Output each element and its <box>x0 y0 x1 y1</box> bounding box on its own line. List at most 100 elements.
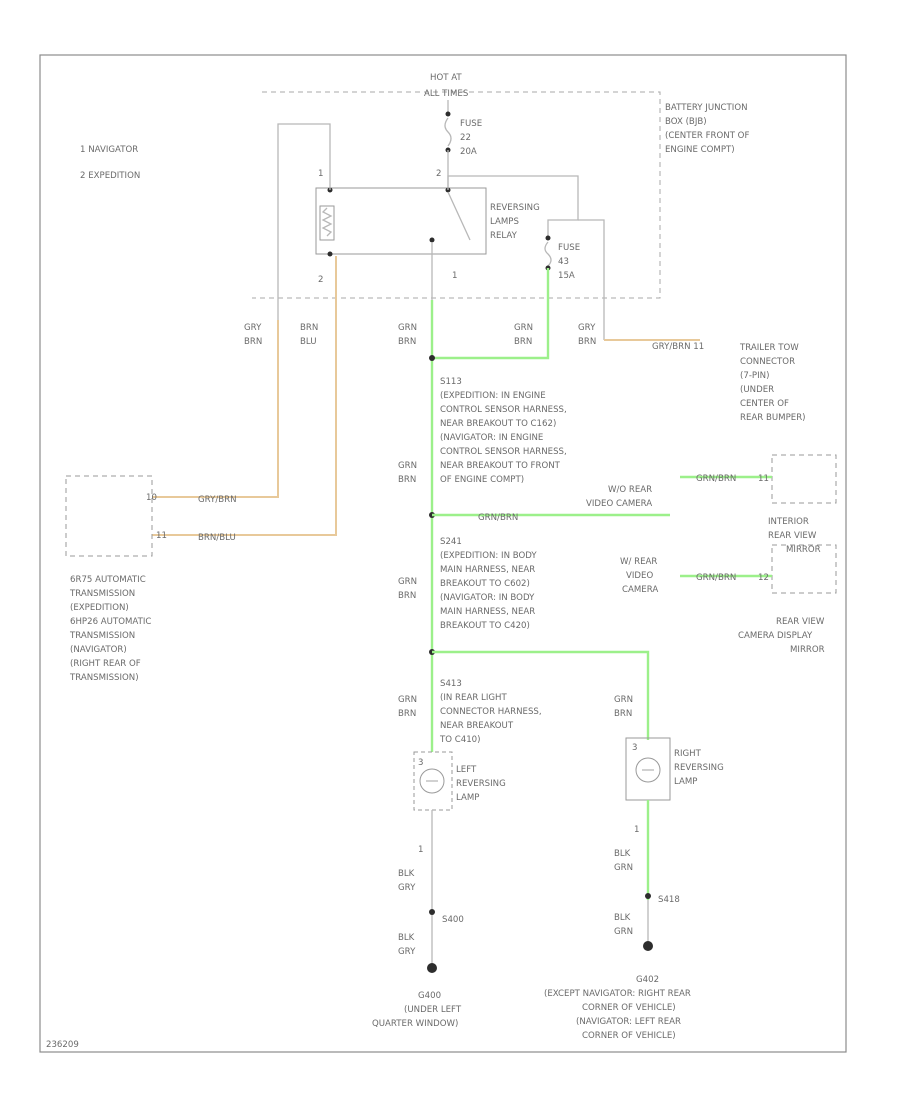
transmission-label: (EXPEDITION) <box>70 603 129 613</box>
legend-line-1: 1 NAVIGATOR <box>80 145 138 155</box>
fuse-43-rating: 15A <box>558 271 575 281</box>
pin-label: 3 <box>418 758 423 768</box>
splice-s241-label: MAIN HARNESS, NEAR <box>440 565 535 575</box>
splice-s413-label: S413 <box>440 679 462 689</box>
transmission-label: (NAVIGATOR) <box>70 645 127 655</box>
wire-color: BRN <box>244 337 262 347</box>
trans-wire-gry-brn <box>152 320 279 498</box>
mirror-b-label: REAR VIEW <box>776 617 825 627</box>
interior-mirror-outline <box>771 454 837 504</box>
mirror-b-label: MIRROR <box>790 645 825 655</box>
trailer-connector-label: TRAILER TOW <box>739 343 799 353</box>
mirror-pin: 11 <box>758 474 769 484</box>
wire-color: BLU <box>300 337 317 347</box>
transmission-label: TRANSMISSION) <box>69 673 139 683</box>
fuse-43-symbol <box>544 241 552 267</box>
mirror-a-label: REAR VIEW <box>768 531 817 541</box>
trailer-connector-label: CENTER OF <box>740 399 789 409</box>
camera-display-wire-label: GRN/BRN <box>696 573 736 583</box>
ground-g402-label: CORNER OF VEHICLE) <box>582 1003 676 1013</box>
junction-box-label-3: (CENTER FRONT OF <box>665 131 749 141</box>
wire-color: GRN <box>614 695 633 705</box>
trailer-connector-label: (7-PIN) <box>740 371 769 381</box>
pin-label: 2 <box>436 169 441 179</box>
camera-a-label: W/O REAR <box>608 485 652 495</box>
reversing-lamps-relay-box <box>315 187 487 255</box>
splice-s241-label: MAIN HARNESS, NEAR <box>440 607 535 617</box>
pin-label: 1 <box>418 845 423 855</box>
wire-color: GRY <box>398 947 416 957</box>
wire-color: BLK <box>614 849 631 859</box>
wire-color: GRN <box>398 577 417 587</box>
feed-terminal <box>445 111 451 117</box>
splice-s113 <box>429 355 435 361</box>
right-lamp-label: REVERSING <box>674 763 724 773</box>
mirror-a-label: INTERIOR <box>768 517 809 527</box>
mirror-wire-label: GRN/BRN <box>696 474 736 484</box>
ground-g400-label: QUARTER WINDOW) <box>372 1019 458 1029</box>
trailer-wire-label: GRY/BRN 11 <box>652 342 704 352</box>
ground-g402-label: CORNER OF VEHICLE) <box>582 1031 676 1041</box>
camera-b-label: VIDEO <box>626 571 653 581</box>
junction-box-label-4: ENGINE COMPT) <box>665 145 735 155</box>
wire-color: GRY <box>578 323 596 333</box>
transmission-label: 6R75 AUTOMATIC <box>70 575 146 585</box>
transmission-wire-label: BRN/BLU <box>198 533 236 543</box>
relay-switch-arm <box>447 191 471 241</box>
fuse-22-rating: 20A <box>460 147 477 157</box>
splice-s113-label: (EXPEDITION: IN ENGINE <box>440 391 546 401</box>
splice-s113-label: OF ENGINE COMPT) <box>440 475 524 485</box>
fuse-22-label: FUSE <box>460 119 482 129</box>
splice-s413-label: CONNECTOR HARNESS, <box>440 707 542 717</box>
pin-label: 2 <box>318 275 323 285</box>
wire-color: BLK <box>398 933 415 943</box>
wire-color: BRN <box>398 591 416 601</box>
ground-g402-label: (NAVIGATOR: LEFT REAR <box>576 1017 681 1027</box>
pin-label: 1 <box>634 825 639 835</box>
pin-label: 3 <box>632 743 637 753</box>
transmission-label: (RIGHT REAR OF <box>70 659 141 669</box>
trans-wire-brn-blu <box>152 256 337 536</box>
left-reversing-lamp <box>419 768 445 794</box>
wire-color: GRN <box>614 927 633 937</box>
wire-color: GRN <box>514 323 533 333</box>
transmission-pin: 11 <box>156 531 167 541</box>
transmission-label: 6HP26 AUTOMATIC <box>70 617 151 627</box>
hot-at-label: HOT AT <box>430 73 462 83</box>
splice-s113-label: S113 <box>440 377 462 387</box>
wire-color: BLK <box>614 913 631 923</box>
right-lamp-feed <box>432 650 650 740</box>
trailer-feed-wire <box>578 219 605 340</box>
left-lamp-label: LAMP <box>456 793 479 803</box>
splice-s113-label: CONTROL SENSOR HARNESS, <box>440 447 567 457</box>
splice-s113-label: CONTROL SENSOR HARNESS, <box>440 405 567 415</box>
ground-g402-label: (EXCEPT NAVIGATOR: RIGHT REAR <box>544 989 691 999</box>
wire-color: BRN <box>578 337 596 347</box>
ground-g400-label: (UNDER LEFT <box>404 1005 462 1015</box>
ground-g400-icon <box>427 963 437 973</box>
mirror-b-label: CAMERA DISPLAY <box>738 631 813 641</box>
camera-branch-label: GRN/BRN <box>478 513 518 523</box>
splice-s418-label: S418 <box>658 895 680 905</box>
right-lamp-label: RIGHT <box>674 749 702 759</box>
hot-at-label-2: ALL TIMES <box>424 89 468 99</box>
wire-color: GRN <box>398 323 417 333</box>
wire-color: BRN <box>614 709 632 719</box>
splice-s241-label: S241 <box>440 537 462 547</box>
left-lamp-label: LEFT <box>456 765 477 775</box>
left-lamp-label: REVERSING <box>456 779 506 789</box>
left-lamp-outline <box>413 751 453 811</box>
right-reversing-lamp <box>635 757 661 783</box>
splice-s113-label: NEAR BREAKOUT TO FRONT <box>440 461 561 471</box>
transmission-wire-label: GRY/BRN <box>198 495 237 505</box>
right-lamp-label: LAMP <box>674 777 697 787</box>
fuse-22-symbol <box>444 117 452 147</box>
camera-display-pin: 12 <box>758 573 769 583</box>
transmission-label: TRANSMISSION <box>69 589 135 599</box>
ground-g402-icon <box>643 941 653 951</box>
figure-id: 236209 <box>46 1040 79 1050</box>
transmission-pin: 10 <box>146 493 157 503</box>
transmission-label: TRANSMISSION <box>69 631 135 641</box>
fuse-43-number: 43 <box>558 257 569 267</box>
